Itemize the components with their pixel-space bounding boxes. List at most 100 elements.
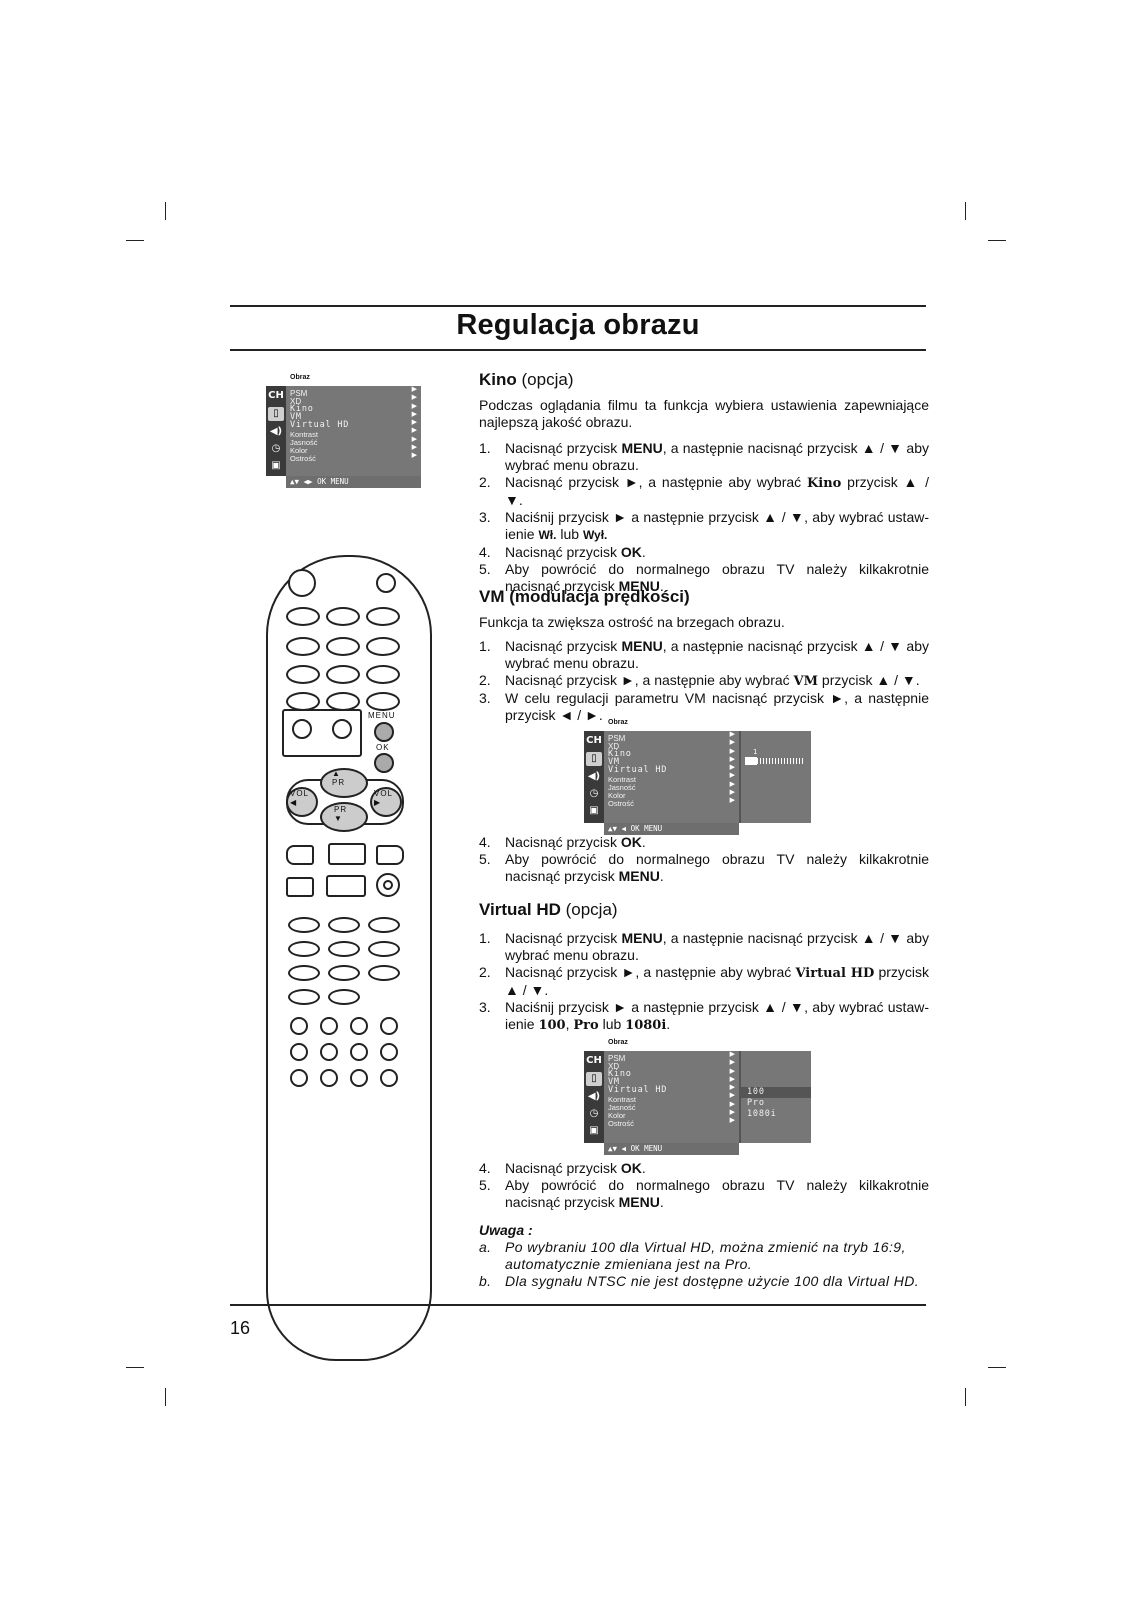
vol-left-button[interactable]: [286, 787, 318, 817]
sound-icon: ◀): [587, 771, 601, 782]
remote-button[interactable]: [368, 917, 400, 933]
osd-item: Kontrast: [290, 430, 318, 439]
vol-label: VOL: [290, 789, 310, 798]
remote-button[interactable]: [326, 665, 360, 684]
vm-heading: VM (modulacja prędkości): [479, 587, 690, 606]
remote-button[interactable]: [326, 875, 366, 897]
remote-button[interactable]: [350, 1043, 368, 1061]
ok-button[interactable]: [374, 753, 394, 773]
osd-item: VM: [608, 1077, 620, 1087]
osd-item: Virtual HD: [290, 420, 350, 430]
remote-button[interactable]: [290, 1069, 308, 1087]
remote-button[interactable]: [350, 1017, 368, 1035]
step-number: 1.: [479, 638, 491, 654]
step-key: MENU: [621, 930, 663, 946]
right-arrow-icon: ▶: [374, 798, 382, 807]
remote-button[interactable]: [286, 665, 320, 684]
step-number: 3.: [479, 509, 491, 525]
osd-footer-text: OK MENU: [317, 477, 349, 486]
remote-button[interactable]: [376, 845, 404, 865]
remote-button[interactable]: [290, 1043, 308, 1061]
menu-button[interactable]: [374, 722, 394, 742]
virtual-hd-option-pro[interactable]: Pro: [747, 1098, 765, 1108]
step-number: 5.: [479, 1177, 491, 1193]
step-number: 2.: [479, 474, 491, 490]
remote-button[interactable]: [290, 1017, 308, 1035]
remote-button[interactable]: [326, 607, 360, 626]
step-key: Pro: [573, 1018, 599, 1033]
virtual-hd-heading-text: Virtual HD: [479, 900, 561, 919]
remote-control: MENU OK ▲PR PR▼ VOL◀ VOL▶: [266, 555, 432, 1361]
remote-button[interactable]: [332, 719, 352, 739]
remote-button[interactable]: [326, 637, 360, 656]
virtual-hd-heading-suffix: (opcja): [565, 900, 618, 919]
note-letter: a.: [479, 1239, 492, 1255]
page-number: 16: [230, 1318, 251, 1338]
remote-button[interactable]: [366, 665, 400, 684]
virtual-hd-option-100[interactable]: 100: [747, 1087, 765, 1097]
step-text: .: [659, 868, 664, 884]
step-key: OK: [620, 1160, 642, 1176]
remote-button[interactable]: [328, 989, 360, 1005]
remote-button[interactable]: [320, 1069, 338, 1087]
remote-button[interactable]: [366, 607, 400, 626]
remote-button[interactable]: [368, 941, 400, 957]
step-key: MENU: [621, 638, 663, 654]
remote-button[interactable]: [328, 941, 360, 957]
pr-down-button[interactable]: [320, 802, 368, 832]
remote-button[interactable]: [366, 637, 400, 656]
osd-icon-column: CH ▯ ◀) ◷ ▣: [584, 731, 604, 823]
remote-button[interactable]: [328, 917, 360, 933]
osd-title: Obraz: [290, 374, 310, 381]
remote-button[interactable]: [328, 965, 360, 981]
step-text: Naciśnij przycisk ► a następnie przycisk…: [505, 509, 929, 542]
list-item: 5.Aby powrócić do normalnego obrazu TV n…: [479, 1177, 929, 1211]
remote-button[interactable]: [380, 1069, 398, 1087]
remote-button[interactable]: [288, 965, 320, 981]
osd-item: Jasność: [290, 438, 318, 447]
sound-icon: ◀): [587, 1091, 601, 1102]
remote-button[interactable]: [380, 1043, 398, 1061]
osd-item: Virtual HD: [608, 765, 668, 775]
step-text: Nacisnąć przycisk ►, a następnie aby wyb…: [505, 964, 796, 980]
note-item-a: a. Po wybraniu 100 dla Virtual HD, można…: [479, 1239, 929, 1273]
remote-button[interactable]: [288, 989, 320, 1005]
remote-button[interactable]: [320, 1017, 338, 1035]
vol-left-label: VOL◀: [290, 789, 309, 807]
pr-label: PR: [332, 778, 346, 787]
remote-button[interactable]: [320, 1043, 338, 1061]
osd-item: Ostrość: [608, 799, 634, 808]
remote-button[interactable]: [286, 637, 320, 656]
lock-icon: ▣: [271, 460, 281, 471]
virtual-hd-option-1080i[interactable]: 1080i: [747, 1109, 777, 1119]
crop-mark: [965, 1388, 966, 1406]
mute-button[interactable]: [376, 573, 396, 593]
pr-up-button[interactable]: [320, 768, 368, 798]
osd-item: Kolor: [608, 791, 626, 800]
lock-icon: ▣: [589, 805, 599, 816]
arrow-right-icon: ▶▶▶▶▶▶▶▶▶: [729, 731, 735, 805]
remote-button[interactable]: [286, 845, 314, 865]
remote-button[interactable]: [288, 917, 320, 933]
virtual-hd-options-panel: 100 Pro 1080i: [739, 1051, 811, 1143]
crop-mark: [988, 1367, 1006, 1368]
vol-right-button[interactable]: [370, 787, 402, 817]
remote-button[interactable]: [292, 719, 312, 739]
remote-button[interactable]: [286, 877, 314, 897]
step-number: 5.: [479, 851, 491, 867]
remote-button[interactable]: [368, 965, 400, 981]
remote-button[interactable]: [376, 873, 400, 897]
list-item: 5.Aby powrócić do normalnego obrazu TV n…: [479, 561, 929, 595]
pr-label: PR: [334, 805, 348, 814]
remote-button[interactable]: [380, 1017, 398, 1035]
remote-button[interactable]: [328, 843, 366, 865]
vm-slider-track[interactable]: [745, 758, 805, 764]
ch-icon: CH: [586, 735, 602, 746]
step-text: Aby powrócić do normalnego obrazu TV nal…: [505, 851, 929, 884]
remote-button[interactable]: [350, 1069, 368, 1087]
power-button[interactable]: [288, 569, 316, 597]
remote-button[interactable]: [288, 941, 320, 957]
ok-label: OK: [376, 743, 390, 752]
remote-button[interactable]: [366, 692, 400, 711]
remote-button[interactable]: [286, 607, 320, 626]
